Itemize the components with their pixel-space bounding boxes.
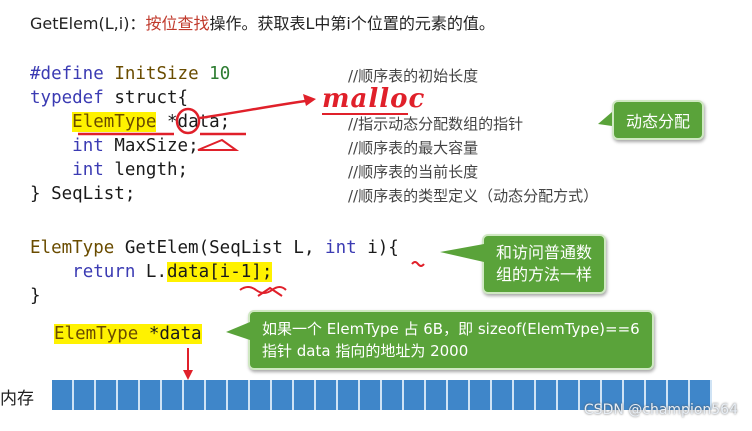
callout-same-access-line2: 组的方法一样: [496, 265, 593, 284]
comment-seqlist: //顺序表的类型定义（动态分配方式）: [348, 187, 599, 205]
memory-cell: [624, 380, 646, 410]
function-signature: GetElem(SeqList L,: [124, 238, 315, 258]
memory-cell: [96, 380, 118, 410]
memory-cell: [118, 380, 140, 410]
memory-cell: [338, 380, 360, 410]
length-type: int: [72, 160, 104, 180]
param-rest: i){: [367, 238, 399, 258]
callout-sizeof-line2: 指针 data 指向的地址为 2000: [262, 342, 469, 360]
memory-cell: [448, 380, 470, 410]
callout-sizeof-line1: 如果一个 ElemType 占 6B，即 sizeof(ElemType)==6: [262, 320, 640, 338]
malloc-arrowhead: [303, 94, 316, 106]
define-keyword: #define: [30, 64, 104, 84]
memory-cell: [536, 380, 558, 410]
memory-cell: [52, 380, 74, 410]
memory-cell: [162, 380, 184, 410]
pointer-label-type: ElemType: [54, 324, 139, 344]
memory-cell: [360, 380, 382, 410]
i-squiggle: [411, 261, 425, 267]
callout-same-access: 和访问普通数 组的方法一样: [482, 234, 607, 294]
callout-same-access-pointer: [440, 244, 484, 262]
data-field: *data;: [167, 112, 231, 132]
function-close: }: [30, 286, 41, 306]
memory-strip: [52, 380, 712, 410]
watermark: CSDN @champion564: [583, 402, 738, 418]
return-expression: data[i-1];: [167, 262, 273, 282]
memory-cell: [140, 380, 162, 410]
slide-heading: GetElem(L,i)：按位查找操作。获取表L中第i个位置的元素的值。: [30, 10, 495, 34]
memory-cell: [426, 380, 448, 410]
pointer-label-star: *data: [148, 324, 202, 344]
memory-cell: [382, 380, 404, 410]
getelem-code-block: ElemType GetElem(SeqList L, int i){ retu…: [30, 236, 399, 308]
handwritten-malloc: malloc: [322, 84, 426, 114]
return-type: ElemType: [30, 238, 115, 258]
comment-length: //顺序表的当前长度: [348, 163, 479, 181]
maxsize-field: MaxSize;: [114, 136, 199, 156]
callout-sizeof-pointer: [226, 322, 250, 340]
comment-maxsize: //顺序表的最大容量: [348, 139, 479, 157]
elemtype-field-type: ElemType: [72, 112, 157, 132]
callout-dynamic-text: 动态分配: [626, 112, 691, 131]
maxsize-type: int: [72, 136, 104, 156]
length-field: length;: [114, 160, 189, 180]
memory-cell: [470, 380, 492, 410]
define-value: 10: [209, 64, 231, 84]
typedef-keyword: typedef: [30, 88, 104, 108]
memory-cell: [184, 380, 206, 410]
memory-cell: [602, 380, 624, 410]
memory-cell: [74, 380, 96, 410]
pointer-label: ElemType *data: [54, 322, 202, 346]
heading-rest: 操作。获取表L中第i个位置的元素的值。: [209, 14, 495, 33]
heading-func: GetElem(L,i)：: [30, 14, 146, 33]
define-name: InitSize: [114, 64, 199, 84]
memory-cell: [206, 380, 228, 410]
return-keyword: return: [72, 262, 136, 282]
memory-cell: [558, 380, 580, 410]
return-object: L.: [145, 262, 167, 282]
memory-cell: [580, 380, 602, 410]
callout-dynamic-pointer: [598, 112, 612, 126]
comment-data-pointer: //指示动态分配数组的指针: [348, 115, 524, 133]
memory-pointer-arrowhead: [183, 370, 193, 380]
memory-cell: [250, 380, 272, 410]
memory-cell: [514, 380, 536, 410]
callout-dynamic-allocation: 动态分配: [612, 100, 705, 140]
memory-cell: [492, 380, 514, 410]
memory-cell: [690, 380, 712, 410]
memory-cell: [294, 380, 316, 410]
memory-cell: [404, 380, 426, 410]
callout-same-access-line1: 和访问普通数: [496, 243, 593, 262]
heading-highlight: 按位查找: [145, 14, 210, 33]
struct-open: struct{: [114, 88, 189, 108]
struct-code-block: #define InitSize 10 typedef struct{ Elem…: [30, 62, 230, 206]
struct-close: } SeqList;: [30, 184, 136, 204]
memory-cell: [646, 380, 668, 410]
callout-sizeof: 如果一个 ElemType 占 6B，即 sizeof(ElemType)==6…: [248, 310, 654, 370]
comment-initsize: //顺序表的初始长度: [348, 67, 479, 85]
memory-cell: [228, 380, 250, 410]
memory-cell: [668, 380, 690, 410]
memory-label: 内存: [0, 389, 34, 409]
param-type: int: [325, 238, 357, 258]
memory-cell: [272, 380, 294, 410]
memory-cell: [316, 380, 338, 410]
